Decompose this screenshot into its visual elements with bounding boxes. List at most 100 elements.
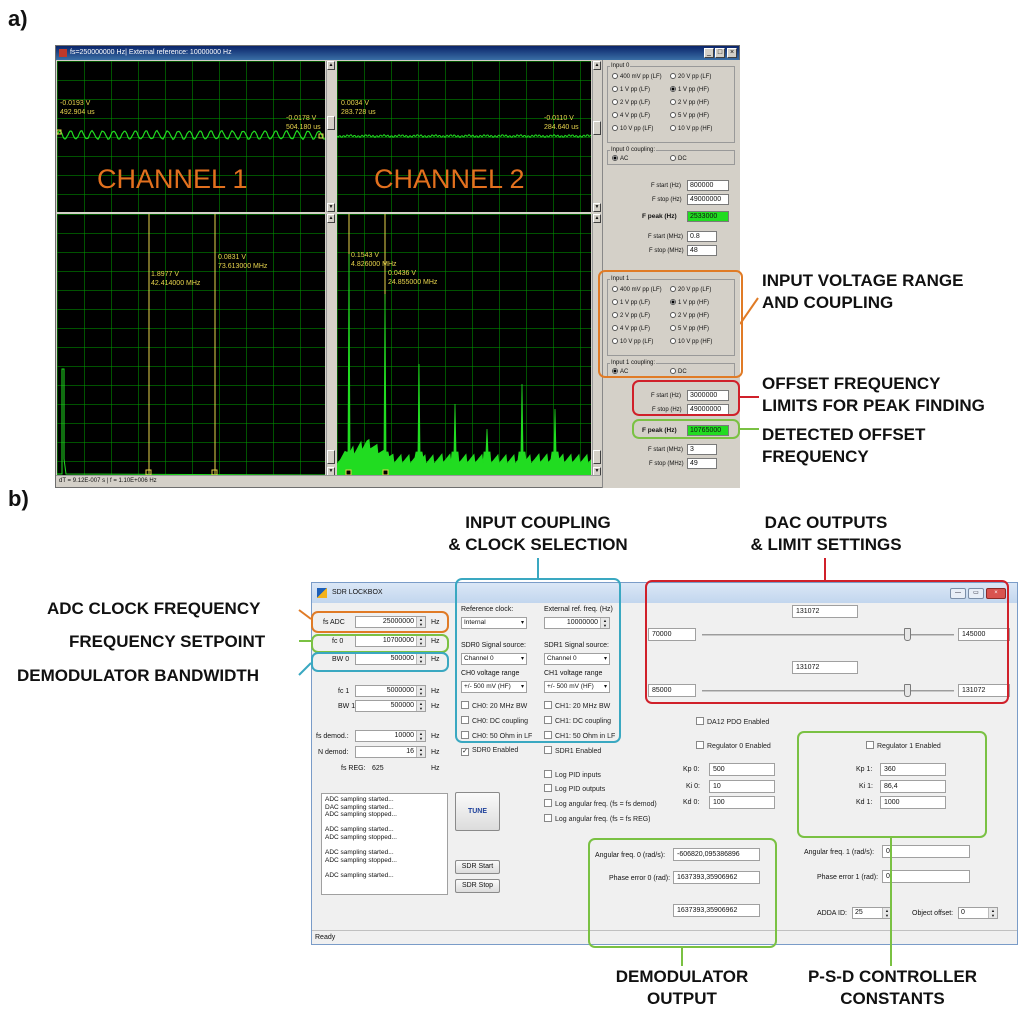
sdr0-enabled-checkbox[interactable]: ✓SDR0 Enabled (461, 747, 519, 756)
kd0-field[interactable]: 100 (709, 796, 775, 809)
minimize-icon[interactable]: _ (704, 48, 714, 58)
log-angular-demod-checkbox[interactable]: Log angular freq. (fs = fs demod) (544, 799, 657, 810)
demod-extra-field[interactable]: 1637393,35906962 (673, 904, 760, 917)
phase0-field[interactable]: 1637393,35906962 (673, 871, 760, 884)
ang1-field[interactable]: 0 (882, 845, 970, 858)
phase1-field[interactable]: 0 (882, 870, 970, 883)
ki0-field[interactable]: 10 (709, 780, 775, 793)
ch1-20mhz-checkbox[interactable]: CH1: 20 MHz BW (544, 701, 610, 712)
input1-range-option[interactable]: 1 V pp (HF) (670, 299, 709, 308)
input0-fstop-field[interactable]: 49000000 (687, 194, 729, 205)
adda-field[interactable]: 25▲▼ (852, 907, 892, 919)
input0-fstart-mhz-field[interactable]: 0.8 (687, 231, 717, 242)
sdr-stop-button[interactable]: SDR Stop (455, 879, 500, 893)
ch1-dc-checkbox[interactable]: CH1: DC coupling (544, 716, 611, 727)
log-output[interactable]: ADC sampling started... DAC sampling sta… (321, 793, 448, 895)
ext-ref-field[interactable]: 10000000▲▼ (544, 617, 610, 629)
input0-range-option[interactable]: 20 V pp (LF) (670, 73, 711, 82)
input1-fstop-mhz-field[interactable]: 49 (687, 458, 717, 469)
input0-coupling-ac[interactable]: AC (612, 155, 628, 164)
annotation-bandwidth: DEMODULATOR BANDWIDTH (17, 666, 260, 685)
ref-clock-select[interactable]: Internal▾ (461, 617, 527, 629)
param-field-5[interactable]: 10000▲▼ (355, 730, 426, 742)
input1-coupling-ac[interactable]: AC (612, 368, 628, 377)
ch0-dc-checkbox[interactable]: CH0: DC coupling (461, 716, 528, 727)
input1-range-option[interactable]: 1 V pp (LF) (612, 299, 650, 308)
input0-range-option[interactable]: 2 V pp (LF) (612, 99, 650, 108)
reg0-enabled-checkbox[interactable]: Regulator 0 Enabled (696, 741, 771, 752)
ch1-50ohm-checkbox[interactable]: CH1: 50 Ohm in LF (544, 731, 615, 742)
dac1-slider-thumb[interactable] (904, 684, 912, 697)
input0-fstart-field[interactable]: 800000 (687, 180, 729, 191)
dac0-value[interactable]: 131072 (792, 605, 858, 618)
input1-range-option[interactable]: 20 V pp (LF) (670, 286, 711, 295)
dac1-min[interactable]: 85000 (648, 684, 696, 697)
dac1-slider[interactable] (702, 684, 954, 698)
input1-range-option[interactable]: 10 V pp (LF) (612, 338, 653, 347)
sdr-minimize-icon[interactable]: — (950, 588, 966, 599)
tune-button[interactable]: TUNE (455, 792, 500, 831)
input0-range-option[interactable]: 10 V pp (HF) (670, 125, 712, 134)
ch0-50ohm-checkbox[interactable]: CH0: 50 Ohm in LF (461, 731, 532, 742)
sdr-start-button[interactable]: SDR Start (455, 860, 500, 874)
input1-range-option[interactable]: 4 V pp (LF) (612, 325, 650, 334)
input0-range-option[interactable]: 2 V pp (HF) (670, 99, 709, 108)
dac1-max[interactable]: 131072 (958, 684, 1010, 697)
dac0-slider[interactable] (702, 628, 954, 642)
kd1-field[interactable]: 1000 (880, 796, 946, 809)
sdr0-source-select[interactable]: Channel 0▾ (461, 653, 527, 665)
dac1-value[interactable]: 131072 (792, 661, 858, 674)
reg1-enabled-checkbox[interactable]: Regulator 1 Enabled (866, 741, 941, 752)
input1-range-option[interactable]: 5 V pp (HF) (670, 325, 709, 334)
input1-coupling-dc[interactable]: DC (670, 368, 687, 377)
close-icon[interactable]: × (727, 48, 737, 58)
input0-fpeak-label: F peak (Hz) (642, 213, 677, 220)
input0-range-option[interactable]: 400 mV pp (LF) (612, 73, 662, 82)
param-field-4[interactable]: 500000▲▼ (355, 700, 426, 712)
input0-coupling-dc[interactable]: DC (670, 155, 687, 164)
log-pid-inputs-checkbox[interactable]: Log PID inputs (544, 770, 601, 781)
param-field-3[interactable]: 5000000▲▼ (355, 685, 426, 697)
kp0-field[interactable]: 500 (709, 763, 775, 776)
input0-range-option[interactable]: 5 V pp (HF) (670, 112, 709, 121)
ch2-time-scrollbar[interactable]: ▲▼ (592, 61, 601, 212)
dac0-min[interactable]: 70000 (648, 628, 696, 641)
dac0-slider-thumb[interactable] (904, 628, 912, 641)
ch1-range-select[interactable]: +/- 500 mV (HF)▾ (544, 681, 610, 693)
input1-range-option[interactable]: 2 V pp (LF) (612, 312, 650, 321)
sdr1-enabled-checkbox[interactable]: SDR1 Enabled (544, 746, 601, 757)
input1-range-option[interactable]: 400 mV pp (LF) (612, 286, 662, 295)
log-angular-reg-checkbox[interactable]: Log angular freq. (fs = fs REG) (544, 814, 651, 825)
ch0-range-select[interactable]: +/- 500 mV (HF)▾ (461, 681, 527, 693)
ch0-20mhz-checkbox[interactable]: CH0: 20 MHz BW (461, 701, 527, 712)
input1-range-option[interactable]: 10 V pp (HF) (670, 338, 712, 347)
log-pid-outputs-checkbox[interactable]: Log PID outputs (544, 784, 605, 795)
param-field-0[interactable]: 25000000▲▼ (355, 616, 426, 628)
input0-range-option[interactable]: 1 V pp (HF) (670, 86, 709, 95)
input1-range-option[interactable]: 2 V pp (HF) (670, 312, 709, 321)
input0-fstop-mhz-field[interactable]: 48 (687, 245, 717, 256)
ki1-field[interactable]: 86,4 (880, 780, 946, 793)
input0-range-option[interactable]: 10 V pp (LF) (612, 125, 653, 134)
kp1-field[interactable]: 360 (880, 763, 946, 776)
ang0-field[interactable]: -606820,095386896 (673, 848, 760, 861)
dac0-max[interactable]: 145000 (958, 628, 1010, 641)
da12-pdo-checkbox[interactable]: DA12 PDO Enabled (696, 717, 769, 728)
input1-fstart-mhz-field[interactable]: 3 (687, 444, 717, 455)
input0-range-option[interactable]: 1 V pp (LF) (612, 86, 650, 95)
input1-fstart-field[interactable]: 3000000 (687, 390, 729, 401)
sdr-close-icon[interactable]: × (986, 588, 1006, 599)
input0-range-option[interactable]: 4 V pp (LF) (612, 112, 650, 121)
ch1-spectrum-scrollbar[interactable]: ▲▼ (326, 214, 335, 476)
param-field-6[interactable]: 16▲▼ (355, 746, 426, 758)
object-offset-field[interactable]: 0▲▼ (958, 907, 998, 919)
ch2-spectrum-scrollbar[interactable]: ▲▼ (592, 214, 601, 476)
maximize-icon[interactable]: □ (715, 48, 725, 58)
sdr1-source-select[interactable]: Channel 0▾ (544, 653, 610, 665)
ch1-time-scrollbar[interactable]: ▲▼ (326, 61, 335, 212)
sdr-maximize-icon[interactable]: ▭ (968, 588, 984, 599)
